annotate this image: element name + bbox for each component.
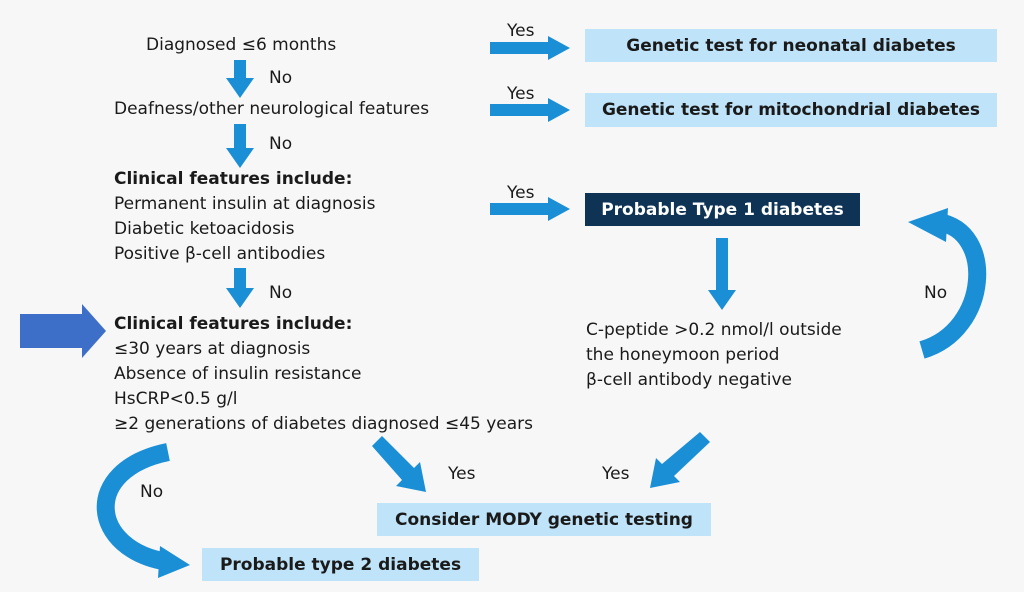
criteria-line: the honeymoon period (586, 345, 780, 365)
feature-line: Positive β-cell antibodies (114, 244, 326, 264)
question-diagnosed-age: Diagnosed ≤6 months (146, 35, 337, 55)
feature-line: HsCRP<0.5 g/l (114, 389, 238, 409)
down-arrow-type1 (708, 238, 736, 310)
question-neurological: Deafness/other neurological features (114, 99, 430, 119)
outcome-type2-box: Probable type 2 diabetes (202, 548, 479, 581)
yes-arrow-1 (490, 36, 570, 60)
diag-arrow-right (650, 432, 710, 488)
down-arrow-2 (226, 124, 254, 168)
outcome-mody-box: Consider MODY genetic testing (377, 503, 711, 536)
outcome-mitochondrial-box: Genetic test for mitochondrial diabetes (585, 93, 997, 127)
curved-arrow-no-left (96, 443, 190, 578)
feature-line: Absence of insulin resistance (114, 364, 362, 384)
feature-line: Diabetic ketoacidosis (114, 219, 295, 239)
feature-line: ≥2 generations of diabetes diagnosed ≤45… (114, 414, 534, 434)
yes-arrow-3 (490, 197, 570, 221)
curved-arrow-no-right (908, 208, 987, 359)
clinical-features-heading: Clinical features include: (114, 314, 353, 334)
no-label: No (924, 283, 948, 303)
yes-label: Yes (507, 84, 535, 104)
clinical-features-mody: Clinical features include: ≤30 years at … (114, 312, 533, 437)
yes-label: Yes (602, 464, 630, 484)
down-arrow-3 (226, 268, 254, 308)
yes-label: Yes (507, 21, 535, 41)
down-arrow-1 (226, 60, 254, 98)
highlight-arrow (20, 304, 106, 358)
no-label: No (269, 68, 293, 88)
yes-label: Yes (507, 183, 535, 203)
yes-arrow-2 (490, 98, 570, 122)
no-label: No (269, 134, 293, 154)
c-peptide-criteria: C-peptide >0.2 nmol/l outside the honeym… (586, 318, 842, 393)
yes-label: Yes (448, 464, 476, 484)
no-label: No (140, 482, 164, 502)
feature-line: ≤30 years at diagnosis (114, 339, 311, 359)
outcome-neonatal-box: Genetic test for neonatal diabetes (585, 29, 997, 62)
no-label: No (269, 283, 293, 303)
diag-arrow-left (372, 436, 426, 492)
outcome-type1-box: Probable Type 1 diabetes (585, 193, 860, 226)
clinical-features-heading: Clinical features include: (114, 169, 353, 189)
criteria-line: β-cell antibody negative (586, 370, 793, 390)
clinical-features-type1: Clinical features include: Permanent ins… (114, 167, 375, 267)
criteria-line: C-peptide >0.2 nmol/l outside (586, 320, 842, 340)
feature-line: Permanent insulin at diagnosis (114, 194, 376, 214)
